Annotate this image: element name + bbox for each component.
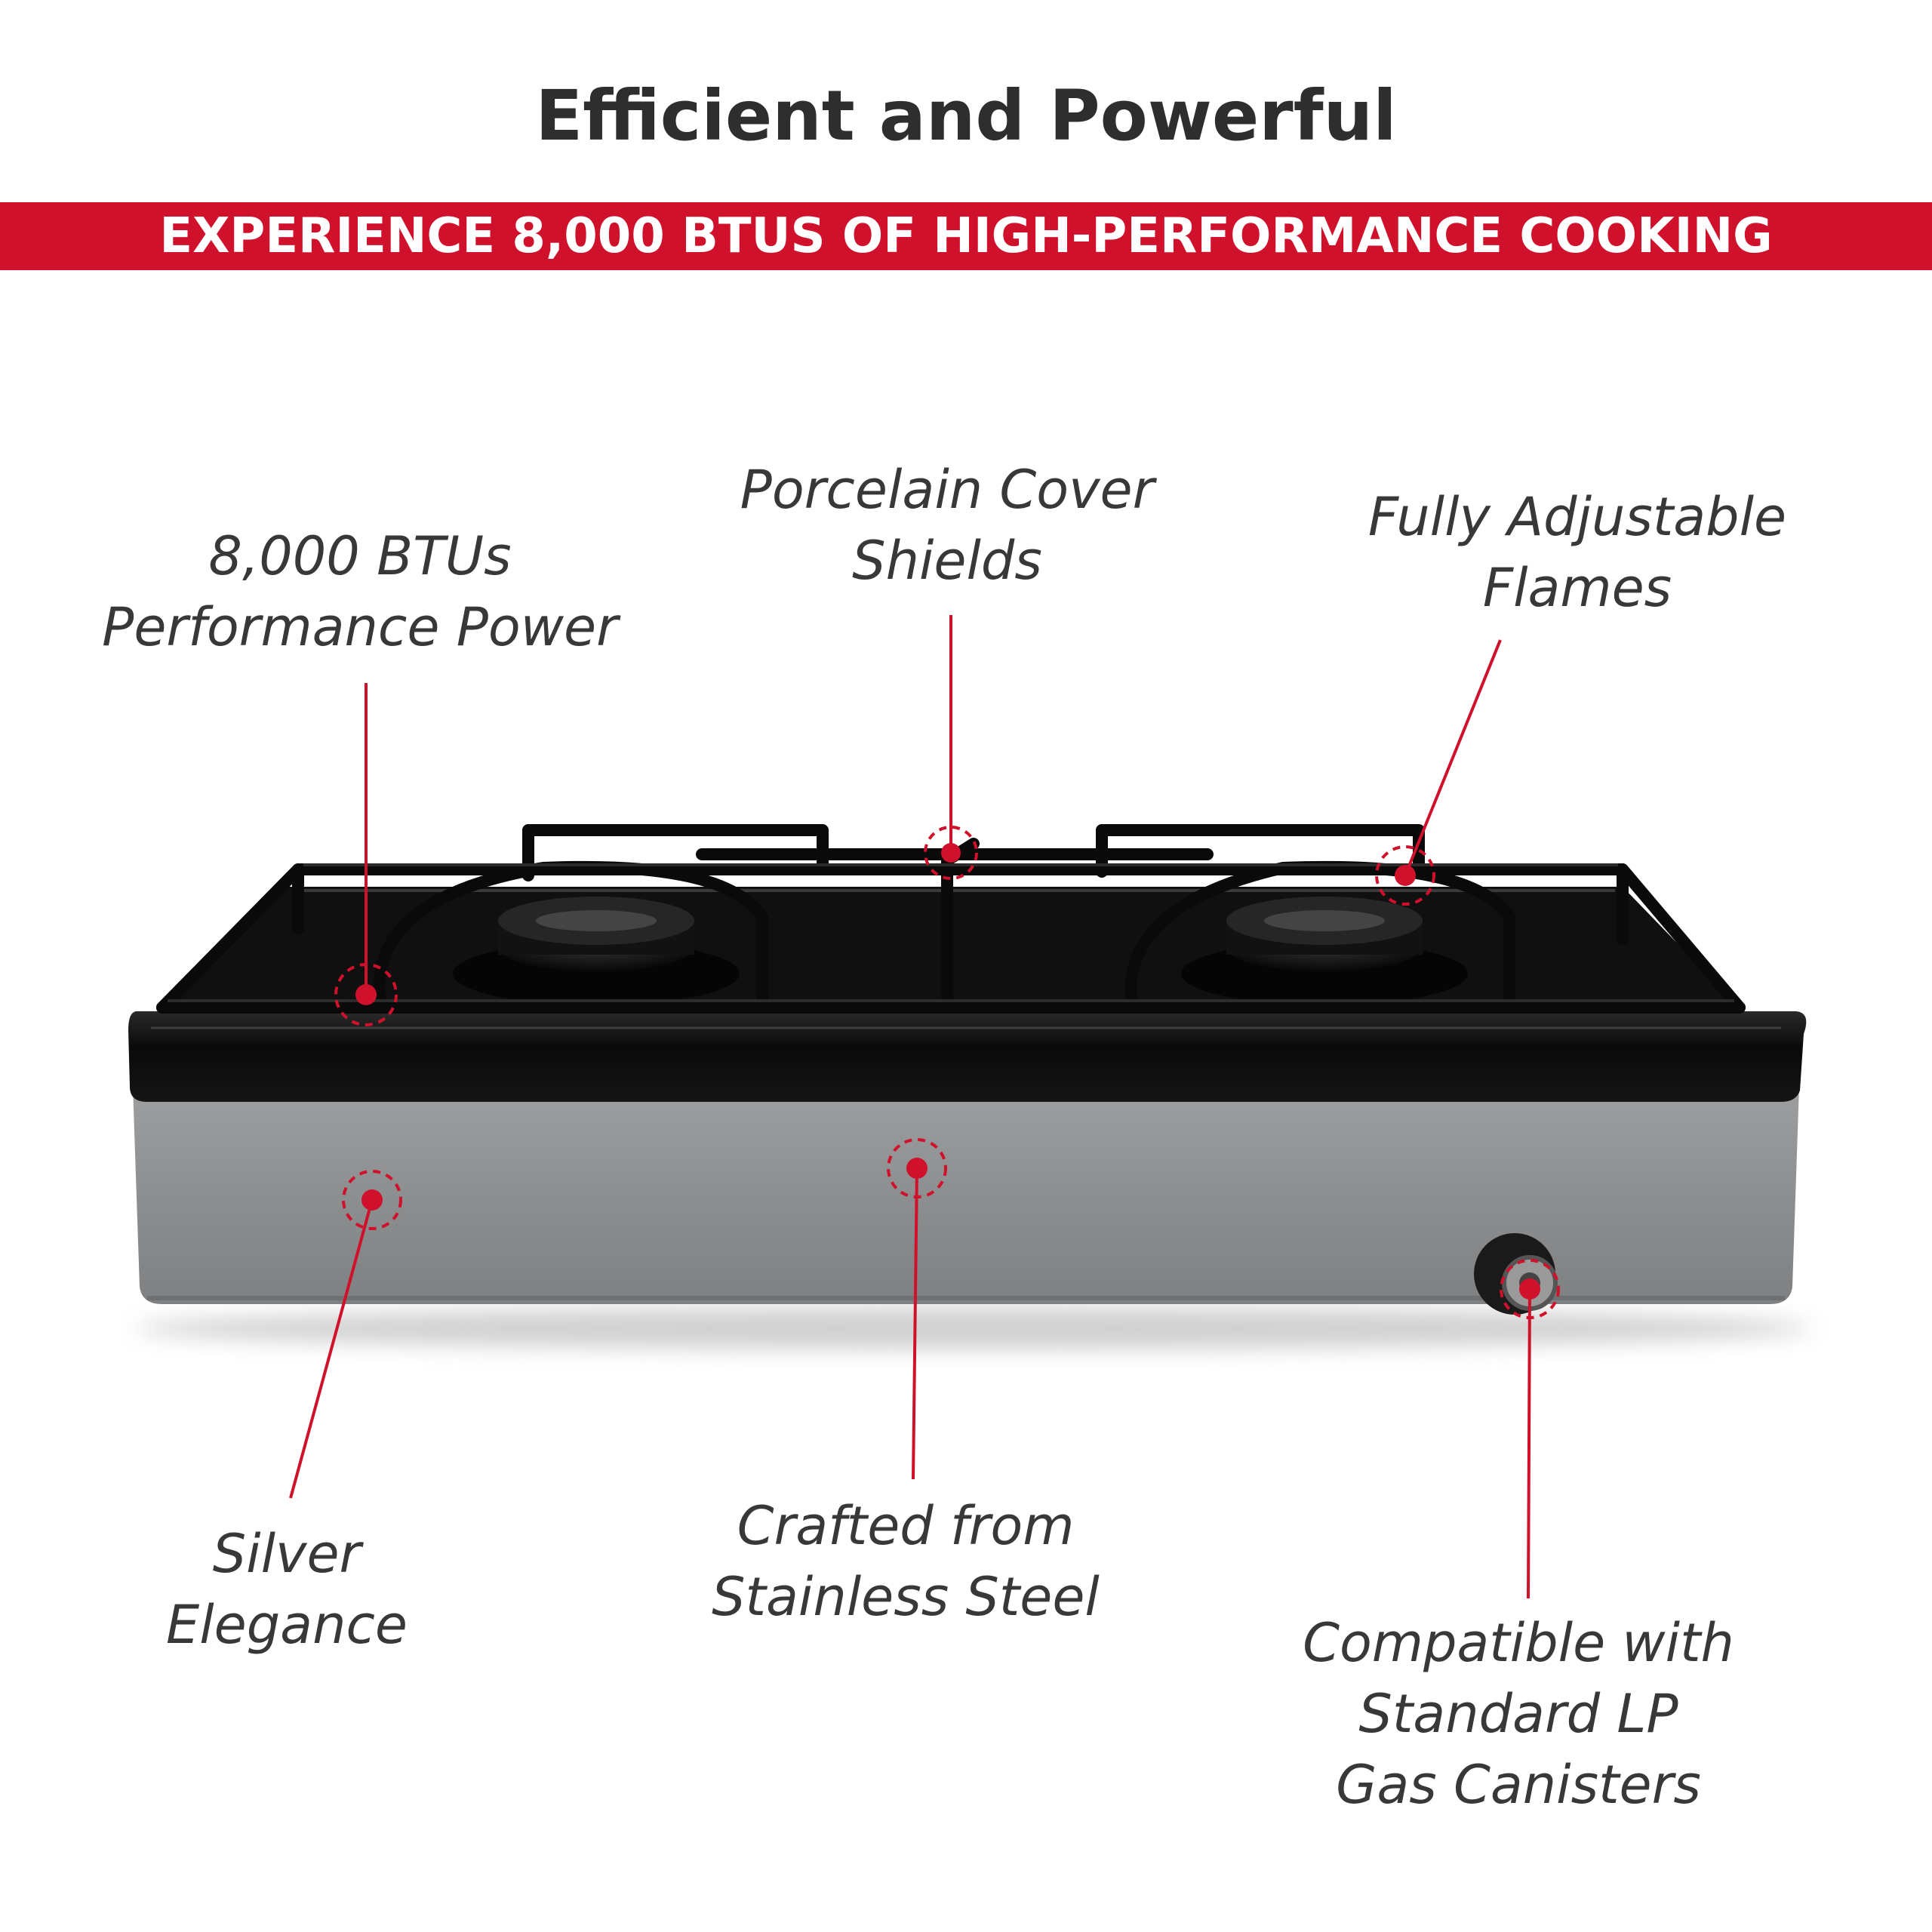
callout-gas-line3: Gas Canisters: [1336, 1754, 1701, 1816]
callout-flames: Fully Adjustable Flames: [1368, 481, 1786, 623]
gas-inlet-icon: [1474, 1233, 1558, 1315]
callout-porcelain-line2: Shields: [852, 530, 1042, 592]
callout-btus: 8,000 BTUs Performance Power: [102, 521, 618, 663]
callout-steel-line1: Crafted from: [737, 1495, 1075, 1557]
callout-gas: Compatible with Standard LP Gas Canister…: [1303, 1607, 1734, 1820]
stove-top-rim: [128, 1011, 1807, 1102]
callout-steel-line2: Stainless Steel: [712, 1566, 1100, 1628]
stove-body: [132, 1064, 1800, 1304]
callout-marker-gas: [1500, 1259, 1560, 1599]
callout-marker-btus: [334, 683, 398, 1026]
callout-btus-line1: 8,000 BTUs: [208, 525, 512, 587]
callout-flames-line2: Flames: [1482, 557, 1672, 619]
callout-silver-line1: Silver: [212, 1523, 361, 1585]
callout-marker-steel: [887, 1138, 947, 1480]
callout-porcelain-line1: Porcelain Cover: [740, 459, 1155, 521]
burner-right-icon: [1181, 897, 1468, 1005]
callout-porcelain: Porcelain Cover Shields: [740, 454, 1155, 596]
callout-steel: Crafted from Stainless Steel: [712, 1491, 1100, 1632]
banner-text: EXPERIENCE 8,000 BTUS OF HIGH-PERFORMANC…: [159, 208, 1773, 264]
callout-marker-porcelain: [924, 615, 978, 880]
callout-gas-line2: Standard LP: [1358, 1683, 1678, 1745]
callout-btus-line2: Performance Power: [102, 596, 618, 658]
callout-flames-line1: Fully Adjustable: [1367, 486, 1787, 548]
stove-shadow: [136, 1307, 1811, 1349]
callout-marker-silver: [289, 1170, 402, 1499]
callout-marker-flames: [1375, 639, 1502, 906]
callout-silver: Silver Elegance: [166, 1518, 408, 1660]
page-title: Efficient and Powerful: [535, 75, 1397, 156]
burner-left-icon: [453, 897, 740, 1005]
callout-silver-line2: Elegance: [166, 1594, 408, 1656]
callout-gas-line1: Compatible with: [1303, 1612, 1734, 1674]
headline-banner: EXPERIENCE 8,000 BTUS OF HIGH-PERFORMANC…: [0, 202, 1932, 270]
